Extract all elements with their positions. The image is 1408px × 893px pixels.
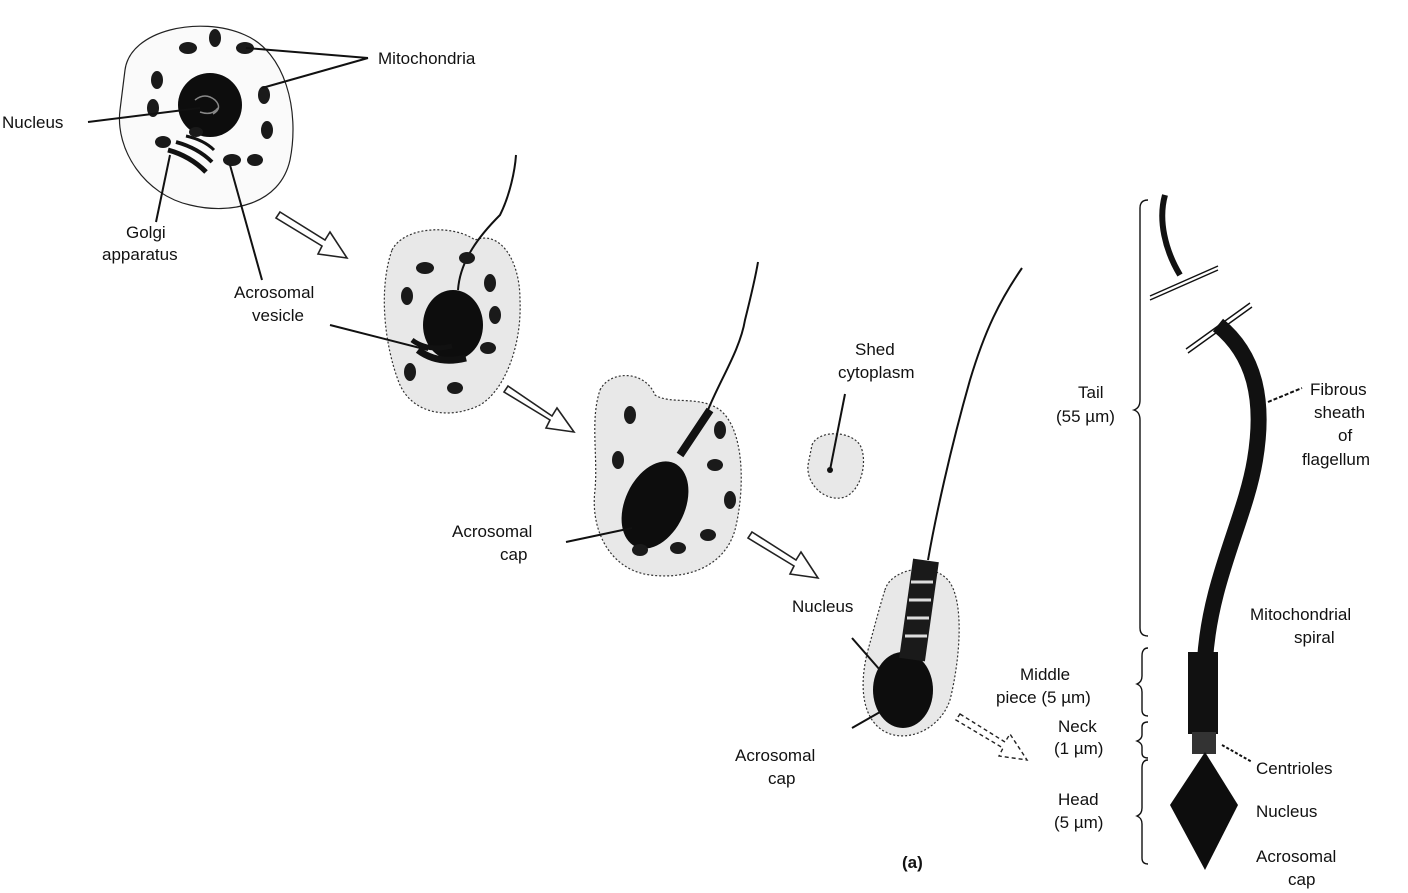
spermatid-cell-stage-3 — [594, 262, 758, 576]
right-arrow-icon — [504, 386, 574, 432]
label-acrosomal-vesicle-1: Acrosomal — [234, 283, 314, 302]
label-fibrous-1: Fibrous — [1310, 380, 1367, 399]
label-acrosomal-cap-low-1: Acrosomal — [735, 746, 815, 765]
label-fibrous-4: flagellum — [1302, 450, 1370, 469]
label-middle-2: piece (5 µm) — [996, 688, 1091, 707]
label-tail-1: Tail — [1078, 383, 1104, 402]
label-neck-2: (1 µm) — [1054, 739, 1103, 758]
label-acrosomal-vesicle-2: vesicle — [252, 306, 304, 325]
label-mito-spiral-2: spiral — [1294, 628, 1335, 647]
label-acrosomal-cap-right-1: Acrosomal — [1256, 847, 1336, 866]
nucleus — [178, 73, 242, 137]
panel-label: (a) — [902, 853, 923, 872]
right-arrow-icon — [956, 714, 1027, 760]
spermatid-cell-stage-1 — [119, 26, 293, 208]
right-arrow-icon — [748, 532, 818, 578]
size-brackets — [1134, 200, 1148, 864]
label-middle-1: Middle — [1020, 665, 1070, 684]
spermatid-cell-stage-2 — [384, 155, 520, 413]
label-shed-2: cytoplasm — [838, 363, 915, 382]
label-acrosomal-cap-mid-1: Acrosomal — [452, 522, 532, 541]
label-mito-spiral-1: Mitochondrial — [1250, 605, 1351, 624]
label-mitochondria: Mitochondria — [378, 49, 476, 68]
spermatid-cell-stage-4 — [863, 268, 1022, 736]
label-centrioles: Centrioles — [1256, 759, 1333, 778]
label-golgi-2: apparatus — [102, 245, 178, 264]
label-fibrous-2: sheath — [1314, 403, 1365, 422]
label-neck-1: Neck — [1058, 717, 1097, 736]
label-acrosomal-cap-mid-2: cap — [500, 545, 527, 564]
label-tail-2: (55 µm) — [1056, 407, 1115, 426]
label-fibrous-3: of — [1338, 426, 1352, 445]
mature-sperm — [1150, 195, 1259, 870]
label-head-2: (5 µm) — [1054, 813, 1103, 832]
label-nucleus-mid: Nucleus — [792, 597, 853, 616]
label-acrosomal-cap-low-2: cap — [768, 769, 795, 788]
right-arrow-icon — [276, 212, 347, 258]
label-head-1: Head — [1058, 790, 1099, 809]
label-acrosomal-cap-right-2: cap — [1288, 870, 1315, 889]
label-nucleus-top: Nucleus — [2, 113, 63, 132]
label-nucleus-right: Nucleus — [1256, 802, 1317, 821]
label-golgi-1: Golgi — [126, 223, 166, 242]
label-shed-1: Shed — [855, 340, 895, 359]
